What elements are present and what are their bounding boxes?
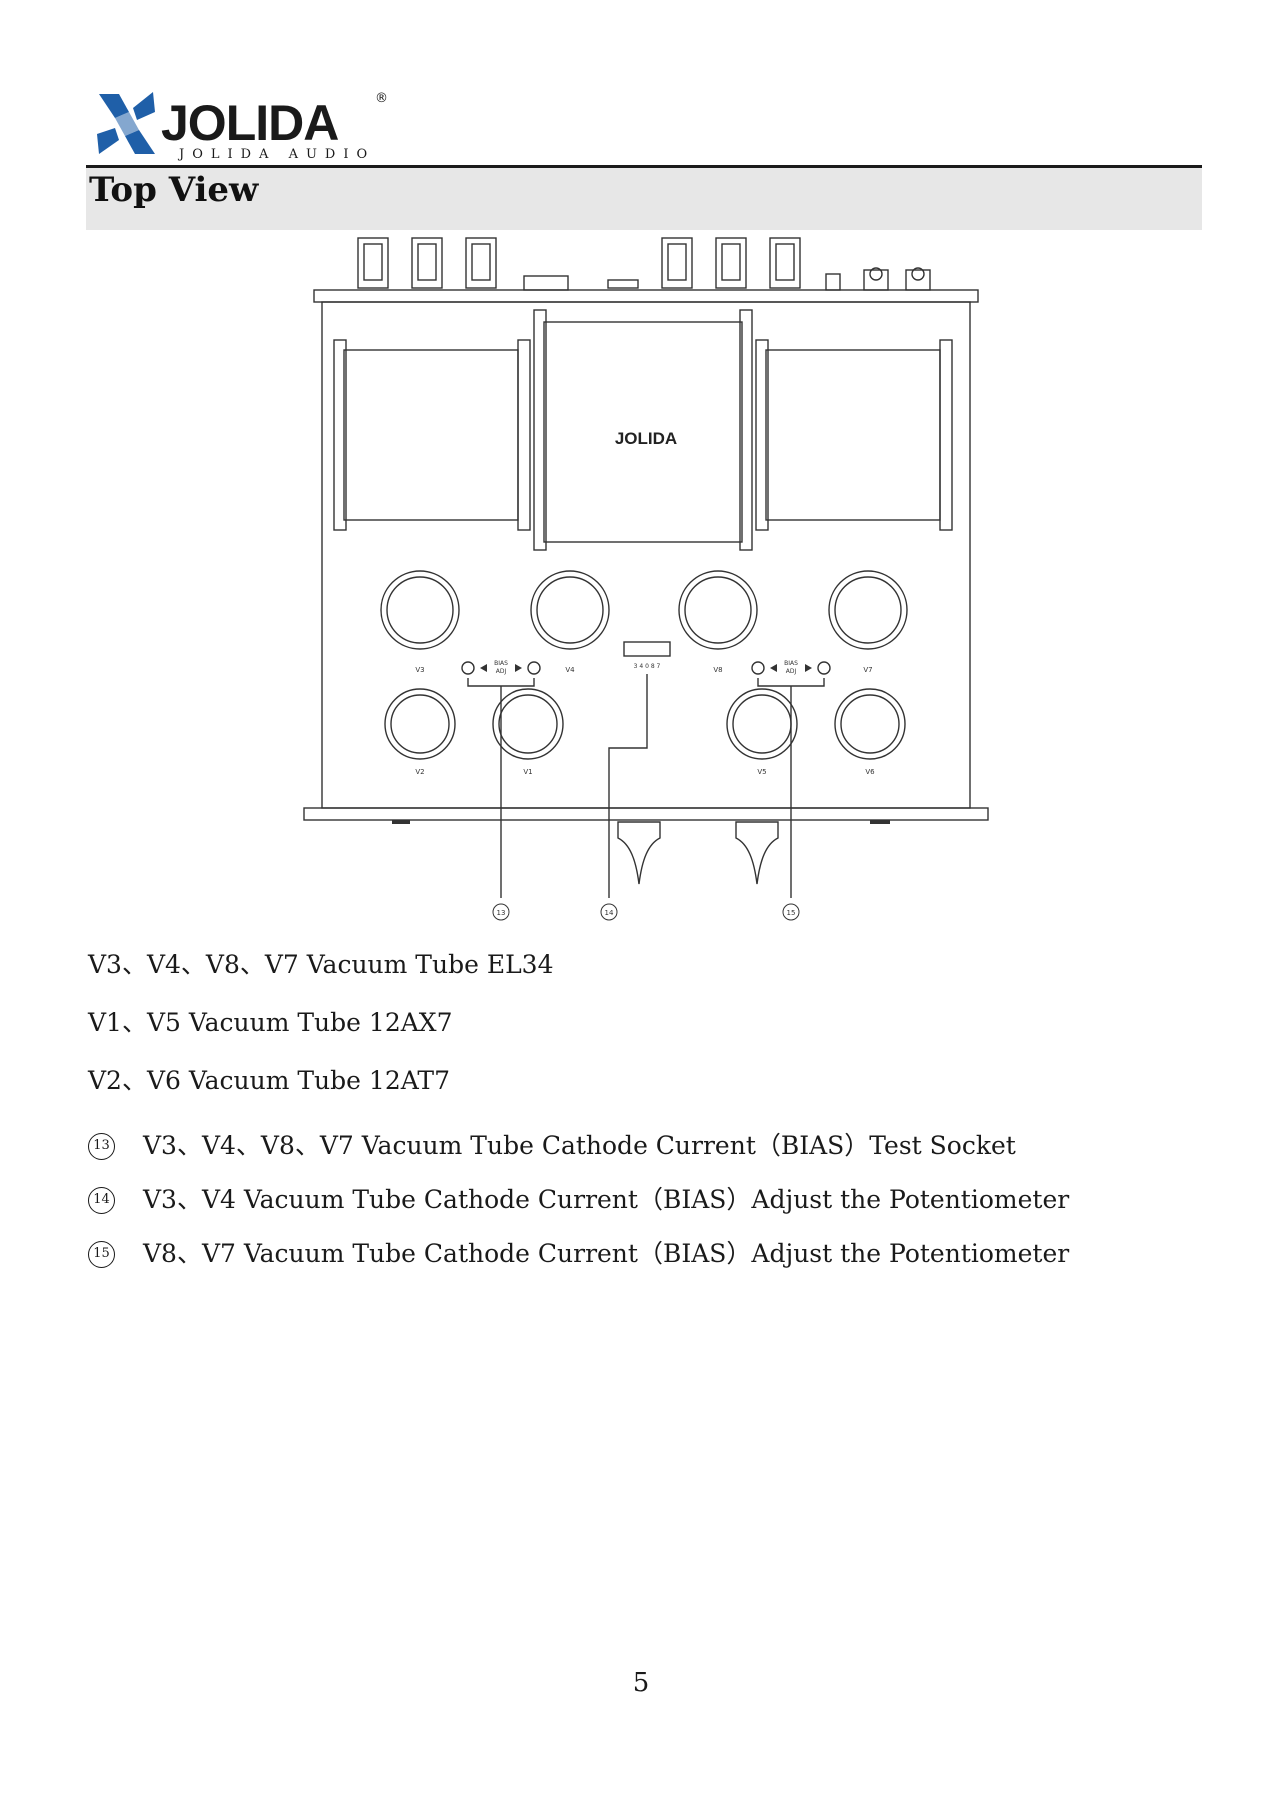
- svg-text:BIAS: BIAS: [784, 660, 798, 667]
- svg-text:14: 14: [605, 909, 614, 917]
- rear-binding-posts: [863, 267, 931, 291]
- svg-text:15: 15: [787, 909, 796, 917]
- note-item-15: 15 V8、V7 Vacuum Tube Cathode Current（BIA…: [88, 1227, 1198, 1281]
- tube-socket-v3: [380, 570, 460, 650]
- logo-subtext: JOLIDA AUDIO: [177, 147, 375, 162]
- bias-adjust-right: BIAS ADJ: [751, 660, 831, 687]
- tube-socket-v6: [834, 688, 906, 760]
- bias-adjust-left: BIAS ADJ: [461, 660, 541, 687]
- tube-socket-v8: [678, 570, 758, 650]
- spec-line: V1、V5 Vacuum Tube 12AX7: [88, 1008, 453, 1037]
- callout-14: 14: [600, 903, 618, 921]
- tube-label: V2: [415, 768, 424, 776]
- amplifier-top-view-diagram: JOLIDA V3 V4 V8 V7 V2 V1 V5 V6 BIAS ADJ …: [303, 237, 989, 921]
- front-knob-right: [735, 821, 779, 885]
- circled-number: 15: [88, 1240, 115, 1268]
- chassis-body: [321, 301, 971, 809]
- tube-label: V4: [565, 666, 575, 674]
- note-item-13: 13 V3、V4、V8、V7 Vacuum Tube Cathode Curre…: [88, 1119, 1198, 1173]
- jolida-logo: JOLIDA ® JOLIDA AUDIO: [97, 91, 388, 162]
- output-transformer-right: [755, 339, 953, 531]
- circled-number: 13: [88, 1132, 115, 1160]
- front-knob-left: [617, 821, 661, 885]
- tube-label: V3: [415, 666, 424, 674]
- bias-test-socket: 3 4 0 8 7: [623, 641, 671, 670]
- tube-socket-v7: [828, 570, 908, 650]
- rear-fuse-holder: [825, 273, 841, 291]
- note-text: V3、V4 Vacuum Tube Cathode Current（BIAS）A…: [143, 1185, 1070, 1214]
- svg-text:BIAS: BIAS: [494, 660, 508, 667]
- tube-socket-v4: [530, 570, 610, 650]
- spec-list: V3、V4、V8、V7 Vacuum Tube EL34 V1、V5 Vacuu…: [88, 945, 1198, 1281]
- page-title: Top View: [89, 170, 259, 210]
- tube-socket-v1: [492, 688, 564, 760]
- page-number: 5: [632, 1668, 650, 1698]
- svg-text:ADJ: ADJ: [496, 668, 507, 675]
- note-text: V3、V4、V8、V7 Vacuum Tube Cathode Current（…: [143, 1131, 1016, 1160]
- power-transformer-center: [533, 309, 753, 551]
- leader-line-14: [608, 674, 648, 898]
- logo-wordmark: JOLIDA: [161, 95, 338, 151]
- spec-line: V2、V6 Vacuum Tube 12AT7: [88, 1066, 450, 1095]
- callout-13: 13: [492, 903, 510, 921]
- chassis-top-plate: [313, 289, 979, 303]
- pinwheel-logo-icon: [97, 92, 155, 154]
- tube-label: V6: [865, 768, 875, 776]
- spec-line: V3、V4、V8、V7 Vacuum Tube EL34: [88, 950, 554, 979]
- logo-registered-mark: ®: [375, 91, 388, 106]
- tube-label: V7: [863, 666, 872, 674]
- transformer-logo-text: JOLIDA: [615, 429, 677, 448]
- chassis-front-plate: [303, 807, 989, 821]
- tube-label: V5: [757, 768, 766, 776]
- header-rule: [86, 165, 1202, 168]
- tube-label: V1: [523, 768, 532, 776]
- circled-number: 14: [88, 1186, 115, 1214]
- callout-15: 15: [782, 903, 800, 921]
- svg-text:3 4 0 8 7: 3 4 0 8 7: [634, 663, 661, 670]
- tube-socket-v2: [384, 688, 456, 760]
- section-header: Top View: [86, 168, 1202, 230]
- tube-socket-v5: [726, 688, 798, 760]
- rear-rca-connectors: [357, 237, 801, 289]
- svg-text:13: 13: [497, 909, 506, 917]
- note-item-14: 14 V3、V4 Vacuum Tube Cathode Current（BIA…: [88, 1173, 1198, 1227]
- rear-switch: [607, 279, 639, 289]
- output-transformer-left: [333, 339, 531, 531]
- note-text: V8、V7 Vacuum Tube Cathode Current（BIAS）A…: [143, 1239, 1070, 1268]
- tube-label: V8: [713, 666, 722, 674]
- svg-text:ADJ: ADJ: [786, 668, 797, 675]
- rear-power-inlet: [523, 275, 569, 291]
